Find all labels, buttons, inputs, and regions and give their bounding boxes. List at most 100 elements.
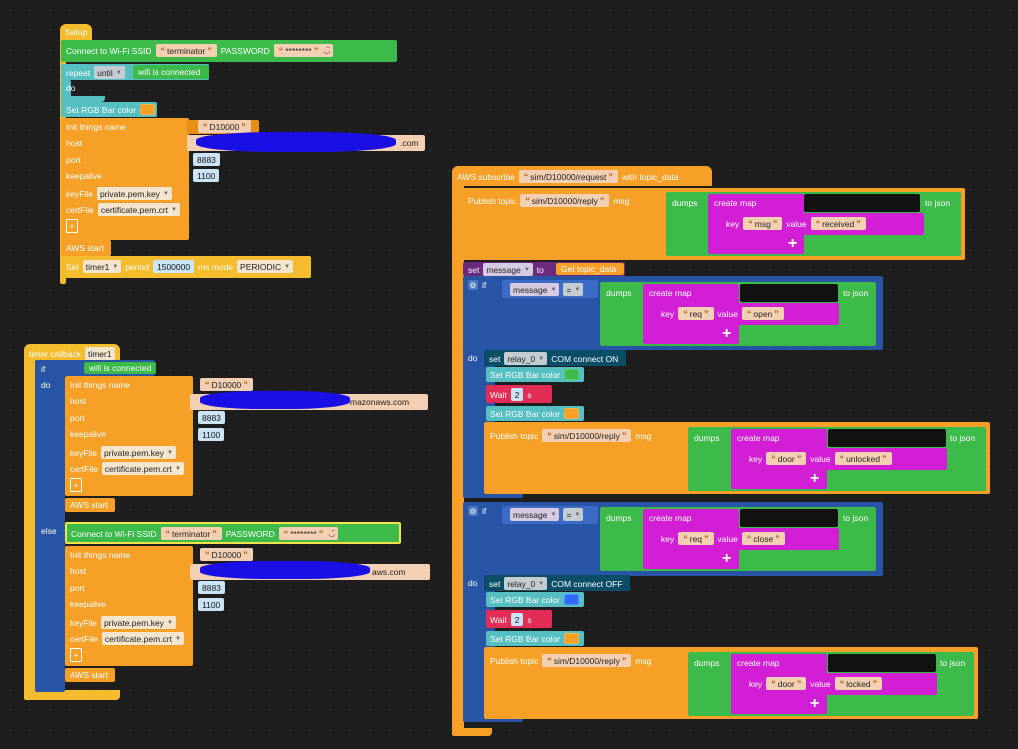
- if-else-block[interactable]: [35, 360, 65, 692]
- message-compare-dropdown-2[interactable]: message▼: [510, 508, 560, 521]
- callback-eye-closed-icon[interactable]: ◡̈: [328, 529, 336, 538]
- wait-value-1[interactable]: 2: [510, 388, 524, 401]
- set-timer-block[interactable]: Set timer1▼ period 1500000 ms mode PERIO…: [61, 256, 311, 278]
- callback-certfile-dropdown-1[interactable]: certificate.pem.crt▼: [101, 462, 184, 475]
- eye-closed-icon[interactable]: ◡̈: [323, 46, 331, 55]
- callback-port-value-1[interactable]: 8883: [198, 411, 225, 424]
- repeat-mode-dropdown[interactable]: until▼: [94, 66, 125, 79]
- set-rgb-block[interactable]: Set RGB Bar color: [61, 102, 157, 117]
- rgb-green-block[interactable]: Set RGB Bar color: [486, 367, 584, 382]
- init-things-block[interactable]: [61, 118, 189, 240]
- publish-topic-3[interactable]: “sim/D10000/reply”: [542, 654, 632, 667]
- aws-subscribe-group[interactable]: AWS subscribe “sim/D10000/request” with …: [452, 166, 997, 736]
- rgb-orange-swatch-2[interactable]: [563, 633, 579, 644]
- add-entry-icon-4[interactable]: +: [722, 550, 732, 567]
- callback-wifi-connected[interactable]: wifi is connected: [84, 362, 156, 374]
- value-received[interactable]: “received”: [810, 217, 866, 230]
- add-entry-icon-2[interactable]: +: [722, 325, 732, 342]
- callback-ssid-value[interactable]: “terminator”: [160, 527, 222, 540]
- callback-password-value[interactable]: “********”◡̈: [278, 527, 339, 540]
- key-value-4[interactable]: key “req” value “close”: [655, 528, 839, 550]
- publish-topic-2[interactable]: “sim/D10000/reply”: [542, 429, 632, 442]
- get-topic-data-block[interactable]: Get topic_data: [556, 263, 624, 275]
- message-compare-dropdown-1[interactable]: message▼: [510, 283, 560, 296]
- key-value-1[interactable]: key “msg” value “received”: [720, 213, 924, 235]
- publish-topic-1[interactable]: “sim/D10000/reply”: [520, 194, 610, 207]
- subscribe-topic[interactable]: “sim/D10000/request”: [518, 170, 618, 183]
- callback-aws-start-2[interactable]: AWS start: [65, 668, 115, 682]
- relay-set-label-1: set: [489, 353, 501, 364]
- callback-port-value-2[interactable]: 8883: [198, 581, 225, 594]
- relay-dropdown-1[interactable]: relay_0▼: [504, 352, 548, 365]
- callback-keepalive-value-1[interactable]: 1100: [198, 428, 225, 441]
- relay-on-block[interactable]: set relay_0▼ COM connect ON: [484, 350, 626, 366]
- callback-timer-dropdown[interactable]: timer1: [84, 347, 115, 360]
- setup-hat[interactable]: Setup: [60, 24, 92, 40]
- certfile-dropdown[interactable]: certificate.pem.crt▼: [97, 203, 180, 216]
- wait-block-1[interactable]: Wait 2 s: [486, 385, 552, 403]
- thing-name-value[interactable]: “D10000”: [198, 120, 251, 133]
- callback-keyfile-dropdown-1[interactable]: private.pem.key▼: [100, 446, 176, 459]
- rgb-orange-block-2[interactable]: Set RGB Bar color: [486, 631, 584, 646]
- ms-mode-dropdown[interactable]: PERIODIC▼: [237, 260, 294, 273]
- relay-off-block[interactable]: set relay_0▼ COM connect OFF: [484, 575, 630, 591]
- wait-value-2[interactable]: 2: [510, 613, 524, 626]
- timer-callback-hat[interactable]: timer callback timer1: [24, 344, 120, 360]
- key-door-1[interactable]: “door”: [766, 452, 807, 465]
- callback-add-file-icon-1[interactable]: +: [70, 478, 82, 492]
- callback-keyfile-dropdown-2[interactable]: private.pem.key▼: [100, 616, 176, 629]
- value-close[interactable]: “close”: [741, 532, 785, 545]
- add-entry-icon-3[interactable]: +: [810, 470, 820, 487]
- key-value-2[interactable]: key “req” value “open”: [655, 303, 839, 325]
- rgb-blue-swatch[interactable]: [563, 594, 579, 605]
- callback-add-file-icon-2[interactable]: +: [70, 648, 82, 662]
- connect-wifi-block[interactable]: Connect to Wi-Fi SSID “terminator” PASSW…: [61, 40, 397, 62]
- rgb-color-swatch[interactable]: [139, 104, 155, 115]
- key-msg[interactable]: “msg”: [743, 217, 783, 230]
- callback-keepalive-value-2[interactable]: 1100: [198, 598, 225, 611]
- key-value-3[interactable]: key “door” value “unlocked”: [743, 448, 947, 470]
- setup-group[interactable]: Setup Connect to Wi-Fi SSID “terminator”…: [60, 24, 425, 286]
- value-unlocked[interactable]: “unlocked”: [834, 452, 892, 465]
- key-req-2[interactable]: “req”: [678, 532, 714, 545]
- relay-dropdown-2[interactable]: relay_0▼: [504, 577, 548, 590]
- rgb-orange-swatch-1[interactable]: [563, 408, 579, 419]
- timer-callback-group[interactable]: timer callback timer1 if wifi is connect…: [24, 344, 434, 700]
- rgb-blue-block[interactable]: Set RGB Bar color: [486, 592, 584, 607]
- seconds-label-2: s: [527, 614, 532, 625]
- wifi-connected-condition[interactable]: wifi is connected: [133, 65, 209, 79]
- key-req-1[interactable]: “req”: [678, 307, 714, 320]
- wait-block-2[interactable]: Wait 2 s: [486, 610, 552, 628]
- value-locked[interactable]: “locked”: [834, 677, 883, 690]
- callback-init-things-2[interactable]: [65, 546, 193, 666]
- aws-start-block[interactable]: AWS start: [61, 240, 111, 256]
- value-open[interactable]: “open”: [741, 307, 784, 320]
- key-door-2[interactable]: “door”: [766, 677, 807, 690]
- port-value[interactable]: 8883: [193, 153, 220, 166]
- keyfile-dropdown[interactable]: private.pem.key▼: [96, 187, 172, 200]
- timer-dropdown[interactable]: timer1▼: [82, 260, 122, 273]
- add-entry-icon-1[interactable]: +: [788, 235, 798, 252]
- message-var-dropdown[interactable]: message▼: [483, 263, 533, 276]
- callback-connect-wifi[interactable]: Connect to Wi-Fi SSID “terminator” PASSW…: [65, 522, 401, 544]
- rgb-orange-block-1[interactable]: Set RGB Bar color: [486, 406, 584, 421]
- callback-certfile-dropdown-2[interactable]: certificate.pem.crt▼: [101, 632, 184, 645]
- password-value[interactable]: “********”◡̈: [273, 44, 334, 57]
- period-value[interactable]: 1500000: [152, 260, 195, 273]
- callback-aws-start-1[interactable]: AWS start: [65, 498, 115, 512]
- gear-icon-2[interactable]: ⚙: [468, 506, 478, 516]
- callback-password-label: PASSWORD: [225, 528, 275, 539]
- eq-dropdown-2[interactable]: =▼: [563, 508, 584, 521]
- callback-thing-name-2[interactable]: “D10000”: [200, 548, 253, 561]
- eq-dropdown-1[interactable]: =▼: [563, 283, 584, 296]
- gear-icon-1[interactable]: ⚙: [468, 280, 478, 290]
- ssid-value[interactable]: “terminator”: [155, 44, 217, 57]
- add-file-icon[interactable]: +: [66, 219, 78, 233]
- keepalive-value[interactable]: 1100: [193, 169, 220, 182]
- rgb-green-swatch[interactable]: [563, 369, 579, 380]
- callback-thing-name-1[interactable]: “D10000”: [200, 378, 253, 391]
- aws-subscribe-block[interactable]: AWS subscribe “sim/D10000/request” with …: [452, 166, 712, 186]
- add-entry-icon-5[interactable]: +: [810, 695, 820, 712]
- callback-init-things-1[interactable]: [65, 376, 193, 496]
- key-value-5[interactable]: key “door” value “locked”: [743, 673, 937, 695]
